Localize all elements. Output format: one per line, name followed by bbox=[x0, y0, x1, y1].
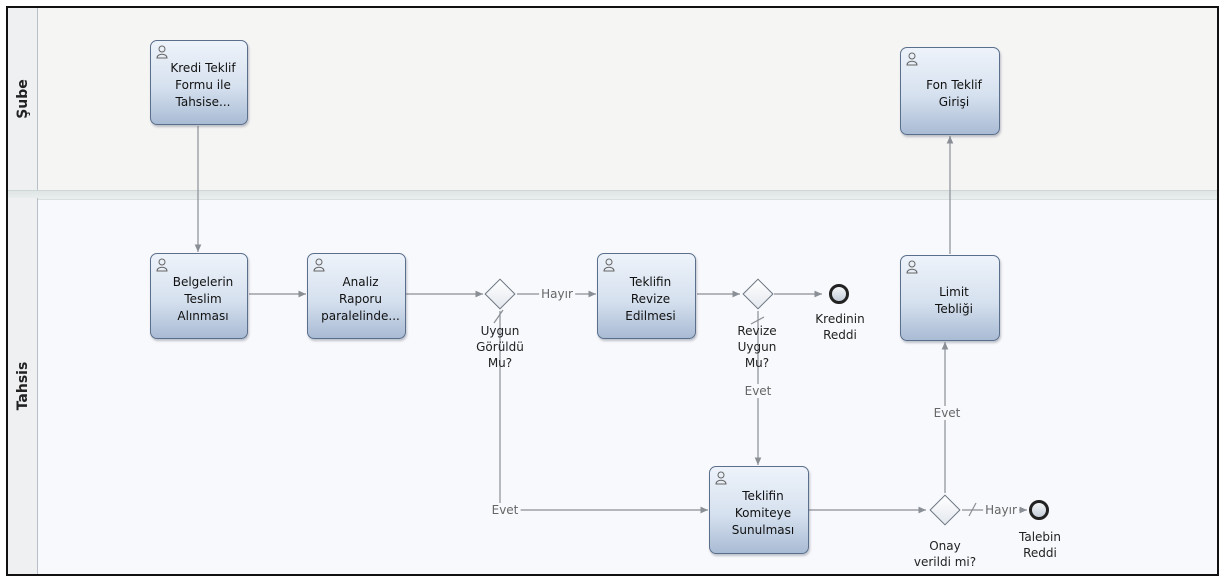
user-icon bbox=[156, 45, 168, 59]
task-kredi-teklif[interactable]: Kredi Teklif Formu ile Tahsise... bbox=[150, 40, 248, 125]
user-icon bbox=[906, 52, 918, 66]
task-label: Teklifin Revize Edilmesi bbox=[625, 274, 676, 323]
task-label: Limit Tebliği bbox=[935, 285, 973, 316]
user-icon bbox=[603, 258, 615, 272]
default-slash-3 bbox=[968, 502, 977, 517]
gateway-label-onay-verildi: Onay verildi mi? bbox=[913, 539, 977, 569]
task-limit-tebligi[interactable]: Limit Tebliği bbox=[900, 255, 1000, 341]
gateway-label-revize-uygun: Revize Uygun Mu? bbox=[737, 324, 777, 370]
task-belgelerin-teslim[interactable]: Belgelerin Teslim Alınması bbox=[150, 253, 248, 339]
flow-label-evet: Evet bbox=[931, 406, 963, 420]
task-label: Teklifin Komiteye Sunulması bbox=[731, 488, 795, 537]
default-slash-1 bbox=[493, 309, 504, 324]
lane-header-sube[interactable]: Şube bbox=[8, 8, 38, 190]
task-teklifin-revize[interactable]: Teklifin Revize Edilmesi bbox=[597, 253, 696, 339]
task-teklifin-komiteye[interactable]: Teklifin Komiteye Sunulması bbox=[709, 466, 809, 554]
lane-divider bbox=[8, 190, 1217, 200]
gateway-label-uygun-goruldu: Uygun Görüldü Mu? bbox=[476, 324, 524, 370]
user-icon bbox=[313, 258, 325, 272]
task-fon-teklif[interactable]: Fon Teklif Girişi bbox=[900, 47, 1000, 135]
user-icon bbox=[906, 260, 918, 274]
end-label-talebin-reddi: Talebin Reddi bbox=[1019, 530, 1061, 560]
end-label-kredinin-reddi: Kredinin Reddi bbox=[815, 312, 865, 342]
end-event-kredinin-reddi[interactable] bbox=[829, 284, 849, 304]
task-label: Fon Teklif Girişi bbox=[926, 78, 982, 109]
task-analiz-raporu[interactable]: Analiz Raporu paralelinde... bbox=[307, 253, 406, 339]
flow-label-hayir: Hayır bbox=[539, 287, 575, 301]
default-slash-2 bbox=[750, 316, 765, 325]
task-label: Analiz Raporu paralelinde... bbox=[321, 274, 400, 323]
end-event-talebin-reddi[interactable] bbox=[1029, 500, 1049, 520]
user-icon bbox=[156, 258, 168, 272]
lane-header-tahsis[interactable]: Tahsis bbox=[8, 198, 38, 574]
flow-label-evet: Evet bbox=[742, 384, 774, 398]
flow-label-hayir: Hayır bbox=[983, 503, 1019, 517]
user-icon bbox=[715, 471, 727, 485]
task-label: Kredi Teklif Formu ile Tahsise... bbox=[170, 61, 236, 109]
flow-label-evet: Evet bbox=[489, 503, 521, 517]
flow-gateway1-down-to-komite bbox=[499, 311, 708, 514]
task-label: Belgelerin Teslim Alınması bbox=[172, 274, 234, 323]
